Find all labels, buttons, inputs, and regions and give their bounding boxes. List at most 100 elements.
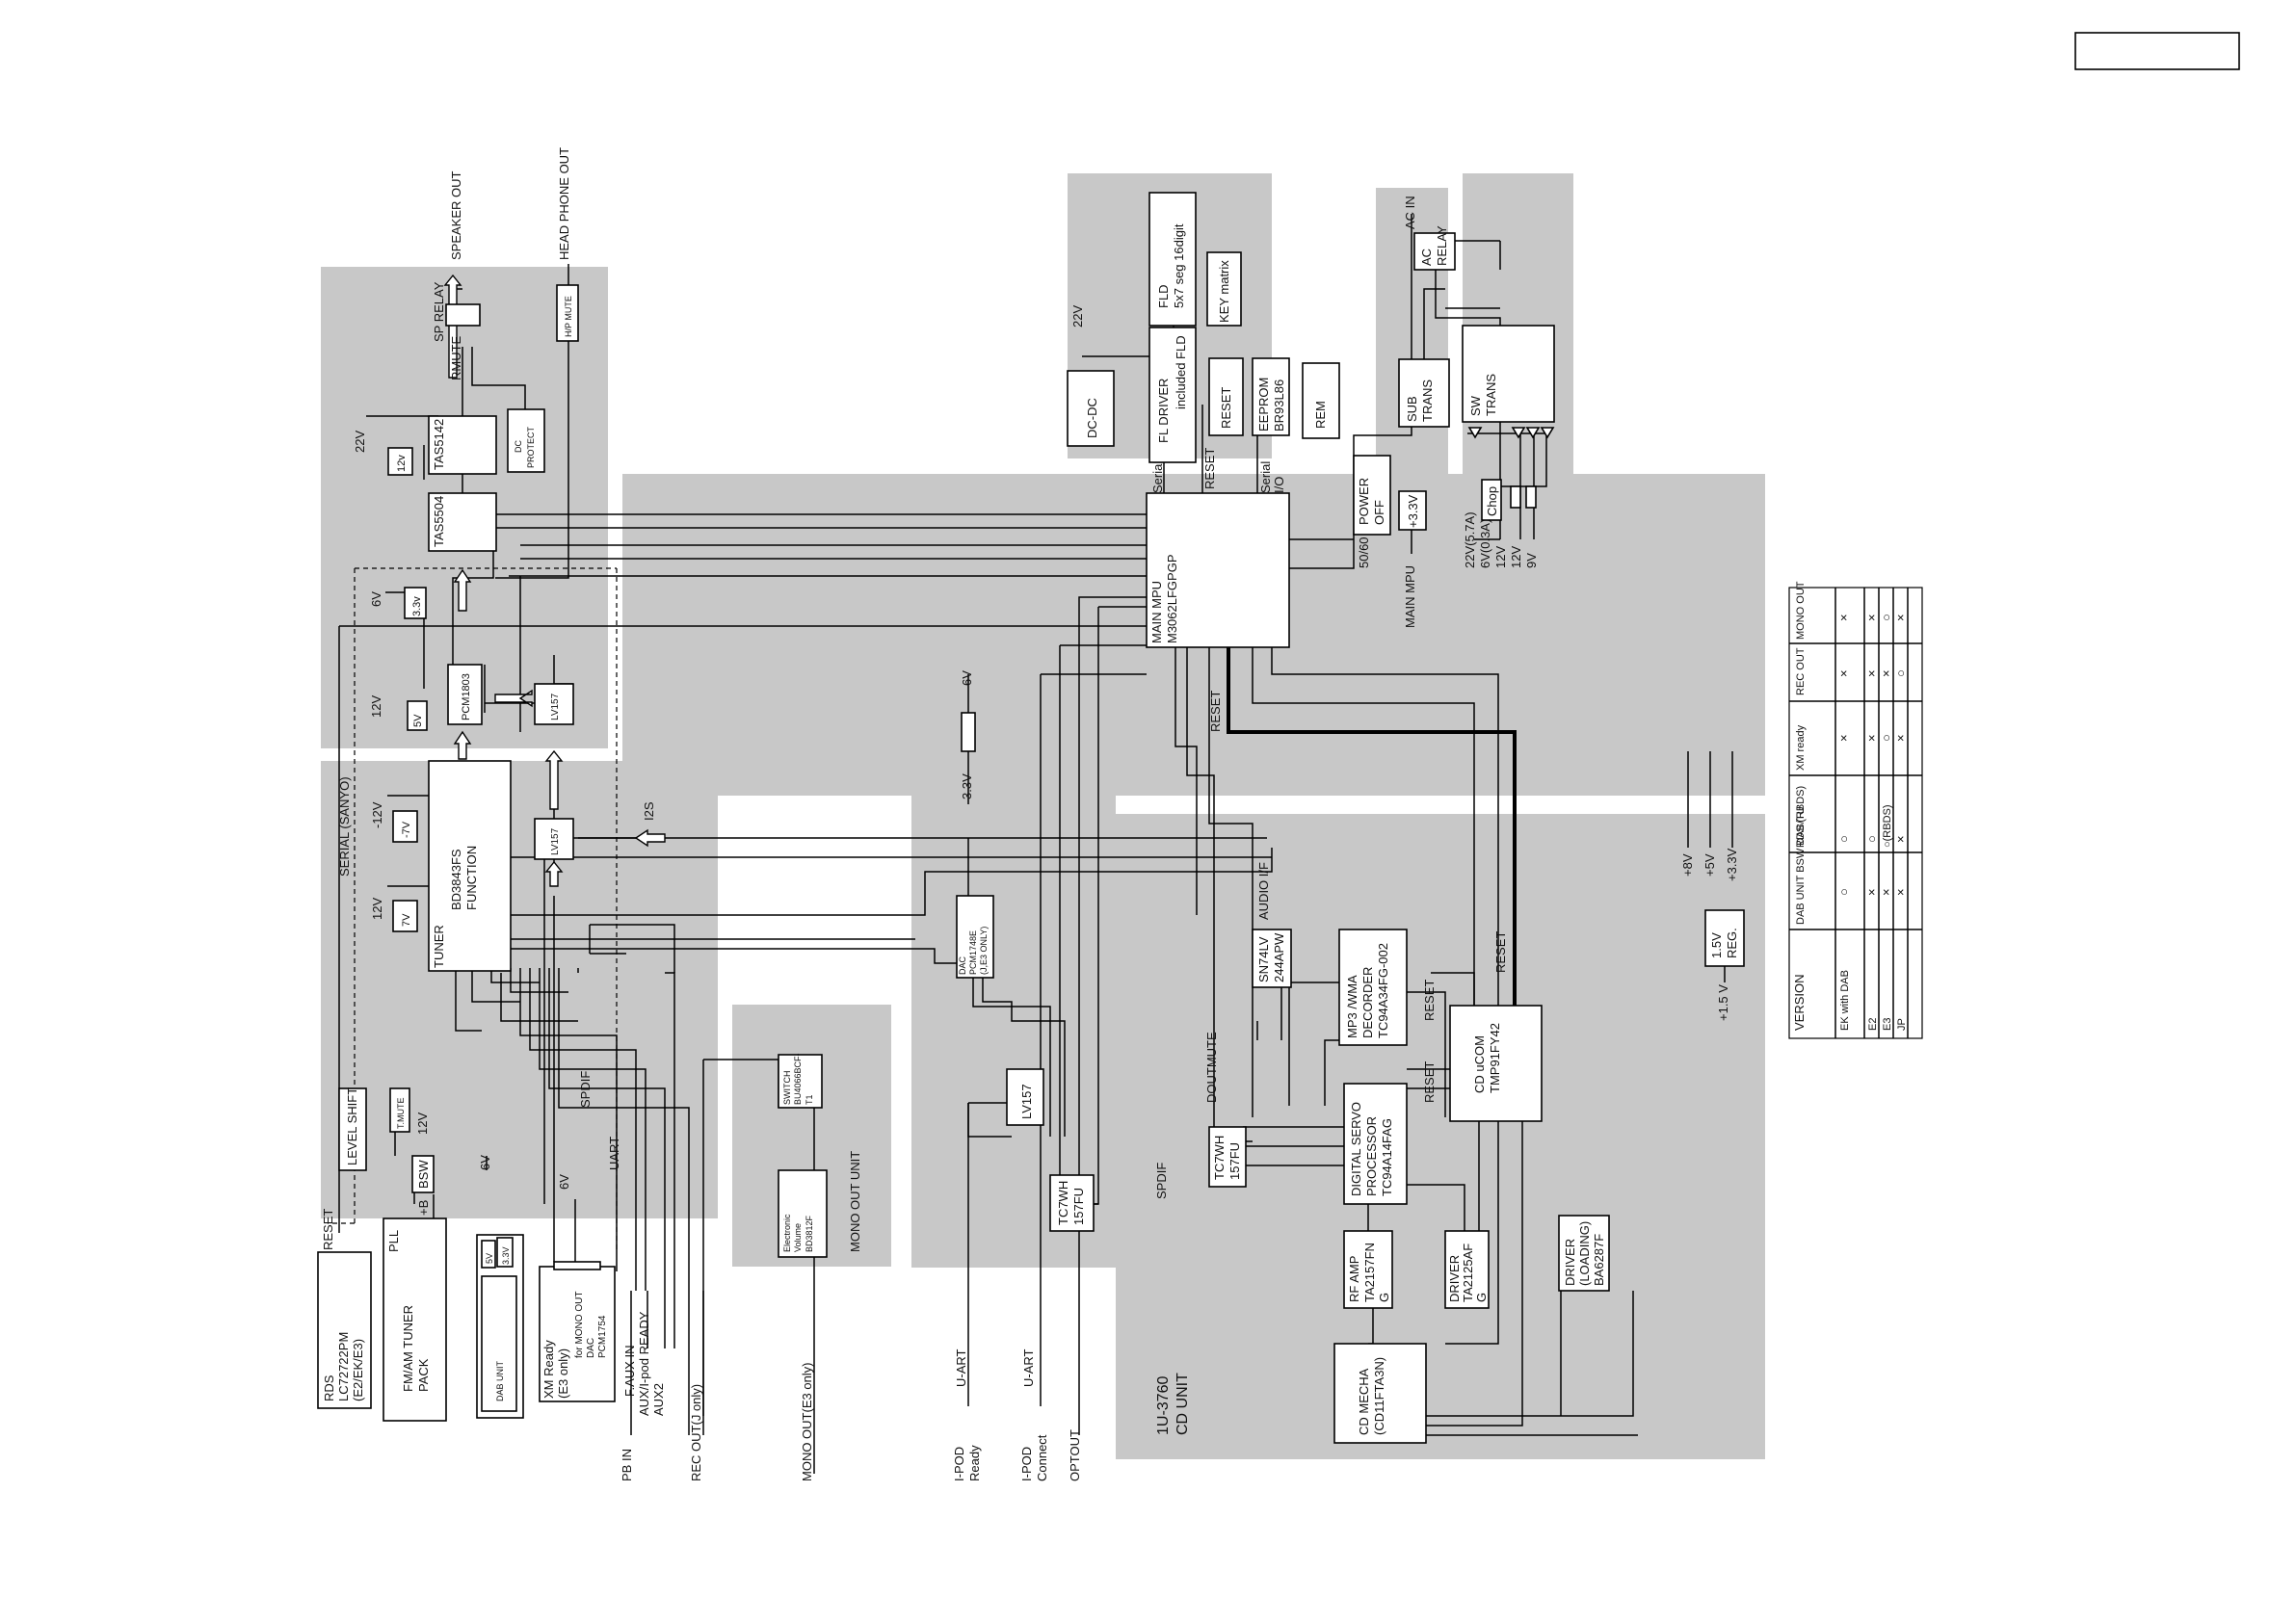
version-table: VERSION DAB UNIT BSW DAB/TU RDS (RBDS) X…	[1788, 581, 1923, 1039]
table-cell-1-1: ×	[1864, 888, 1879, 896]
dc-dc-label: DC-DC	[1085, 398, 1099, 438]
dac-line1: DAC	[958, 955, 967, 975]
main-mpu: MAIN MPU M3062LFGPGP	[1146, 492, 1290, 648]
cd-mecha-line2: (CD11FTA3N)	[1372, 1357, 1386, 1435]
conn-uart-1: U-ART	[954, 1348, 968, 1387]
label-33v-res: 3.3V	[960, 773, 974, 799]
fl-driver: FL DRIVER included FLD	[1148, 327, 1197, 463]
rem: REM	[1302, 362, 1340, 439]
sw-trans: SW TRANS	[1462, 325, 1555, 423]
tas5142: TAS5142	[428, 415, 497, 475]
eeprom-line2: BR93L86	[1272, 380, 1286, 432]
label-mono-out-unit: MONO OUT UNIT	[848, 1151, 862, 1252]
label-6v-xm: 6V	[557, 1174, 571, 1190]
cd-ucom: CD uCOM TMP91FY42	[1449, 1005, 1543, 1122]
tas5504: TAS5504	[428, 492, 497, 552]
label-i2s: I2S	[642, 801, 656, 821]
label-spdif-cd: SPDIF	[1154, 1163, 1169, 1199]
sn74lv: SN74LV 244APW	[1252, 929, 1292, 988]
label-22v-top: 22V	[1070, 305, 1085, 327]
conn-ipod-connect-1: I-POD	[1019, 1447, 1034, 1481]
dac-line2: PCM1748E	[968, 930, 978, 975]
driver-loading: DRIVER (LOADING) BA6287F	[1558, 1215, 1610, 1292]
reg15-line1: 1.5V	[1709, 932, 1724, 958]
bsw: BSW	[411, 1155, 435, 1193]
label-reset-main: RESET	[1208, 691, 1223, 732]
label-serial-io-2: I/O	[1272, 477, 1286, 493]
fld: FLD 5x7 seg 16digit	[1148, 192, 1197, 327]
power-off-line1: POWER	[1357, 478, 1371, 525]
tc7wh-a-line2: 157FU	[1227, 1142, 1242, 1180]
table-cell-0-5: ×	[1836, 614, 1851, 621]
mp3-decoder: MP3 /WMA DECORDER TC94A34FG-002	[1338, 929, 1408, 1046]
fl-driver-line1: FL DRIVER	[1156, 379, 1171, 443]
sn74lv-line1: SN74LV	[1256, 936, 1271, 982]
hp-mute-label: H/P MUTE	[564, 296, 573, 337]
label-out-12v-a: 12V	[1493, 546, 1508, 568]
tas5142-label: TAS5142	[432, 419, 446, 470]
label-plus5v: +5V	[1702, 853, 1717, 877]
dc-dc: DC-DC	[1067, 370, 1115, 447]
sub-trans-line2: TRANS	[1420, 380, 1435, 422]
table-cell-1-5: ×	[1864, 614, 1879, 621]
table-cell-2-1: ×	[1879, 888, 1893, 896]
label-speaker-out: SPEAKER OUT	[449, 170, 463, 260]
pcm1803-label: PCM1803	[461, 673, 472, 720]
driver: DRIVER TA2125AF G	[1444, 1230, 1490, 1309]
main-mpu-line1: MAIN MPU	[1149, 581, 1164, 643]
fm-am-line2: PACK	[416, 1358, 431, 1392]
lv157-b-label: LV157	[550, 827, 561, 855]
table-cell-3-3: ×	[1893, 734, 1908, 742]
reg-33v: +3.3V	[1398, 490, 1427, 531]
label-reset-rds: RESET	[321, 1209, 335, 1250]
label-reset-cd: RESET	[1493, 931, 1508, 973]
table-cell-2-0: E3	[1882, 1018, 1893, 1031]
reg15-line2: REG.	[1725, 928, 1739, 958]
lv157-b: LV157	[534, 818, 574, 860]
chop-label: Chop	[1485, 486, 1499, 516]
reg-33v-label: +3.3V	[1406, 494, 1420, 528]
table-cell-0-3: ×	[1836, 734, 1851, 742]
driver-load-line3: BA6287F	[1592, 1234, 1606, 1286]
label-12v-pll: 12V	[415, 1113, 430, 1135]
label-plus8v: +8V	[1680, 853, 1695, 877]
switch-line1: SWITCH	[782, 1071, 792, 1106]
rds: RDS LC72722PM (E2/EK/E3)	[317, 1251, 372, 1409]
xm-mono-line2: DAC	[586, 1338, 596, 1358]
conn-uart-2: U-ART	[1021, 1348, 1036, 1387]
v7-box: 7V	[392, 900, 418, 932]
table-cell-0-1: ○	[1836, 888, 1851, 896]
evol-line2: Volume	[793, 1223, 803, 1252]
table-cell-2-3: ○	[1879, 734, 1893, 742]
sn74lv-line2: 244APW	[1272, 932, 1286, 982]
dsp-line3: TC94A14FAG	[1380, 1118, 1394, 1196]
label-uart-left: UART	[607, 1137, 621, 1170]
label-12v-tuner: 12V	[370, 898, 384, 920]
level-shift: LEVEL SHIFT	[338, 1087, 367, 1171]
v12-box-label: 12v	[396, 455, 408, 472]
dab-unit-label: DAB UNIT	[495, 1360, 505, 1401]
diodes	[1467, 427, 1555, 439]
table-header-rds: RDS (RBDS)	[1795, 786, 1807, 848]
dc-protect: DC PROTECT	[507, 408, 545, 473]
fld-line2: 5x7 seg 16digit	[1172, 223, 1186, 308]
rf-amp-line3: G	[1377, 1293, 1391, 1302]
label-out-22v: 22V(5.7A)	[1463, 511, 1477, 568]
label-serial-io-1: Serial	[1258, 461, 1273, 493]
label-reset-fl: RESET	[1202, 448, 1217, 489]
xm-mono-line1: for MONO OUT	[574, 1292, 585, 1358]
label-plus33v: +3.3V	[1725, 848, 1739, 881]
xm-ready: XM Ready (E3 only) for MONO OUT DAC PCM1…	[539, 1261, 616, 1402]
dab-unit: 5V 3.3V DAB UNIT	[476, 1234, 524, 1419]
tc7wh-a: TC7WH 157FU	[1208, 1126, 1247, 1188]
label-serial-fl: Serial	[1150, 461, 1165, 493]
mp3-line1: MP3 /WMA	[1345, 975, 1359, 1038]
label-doutmute: DOUTMUTE	[1204, 1032, 1219, 1103]
table-header-xm: XM ready	[1795, 724, 1807, 771]
driver-load-line2: (LOADING)	[1577, 1221, 1592, 1286]
evol-line1: Electronic	[782, 1214, 792, 1252]
reg-15v: 1.5V REG.	[1704, 909, 1745, 967]
v33-box: 3.3v	[404, 587, 427, 619]
rf-amp: RF AMP TA2157FN G	[1343, 1230, 1393, 1309]
